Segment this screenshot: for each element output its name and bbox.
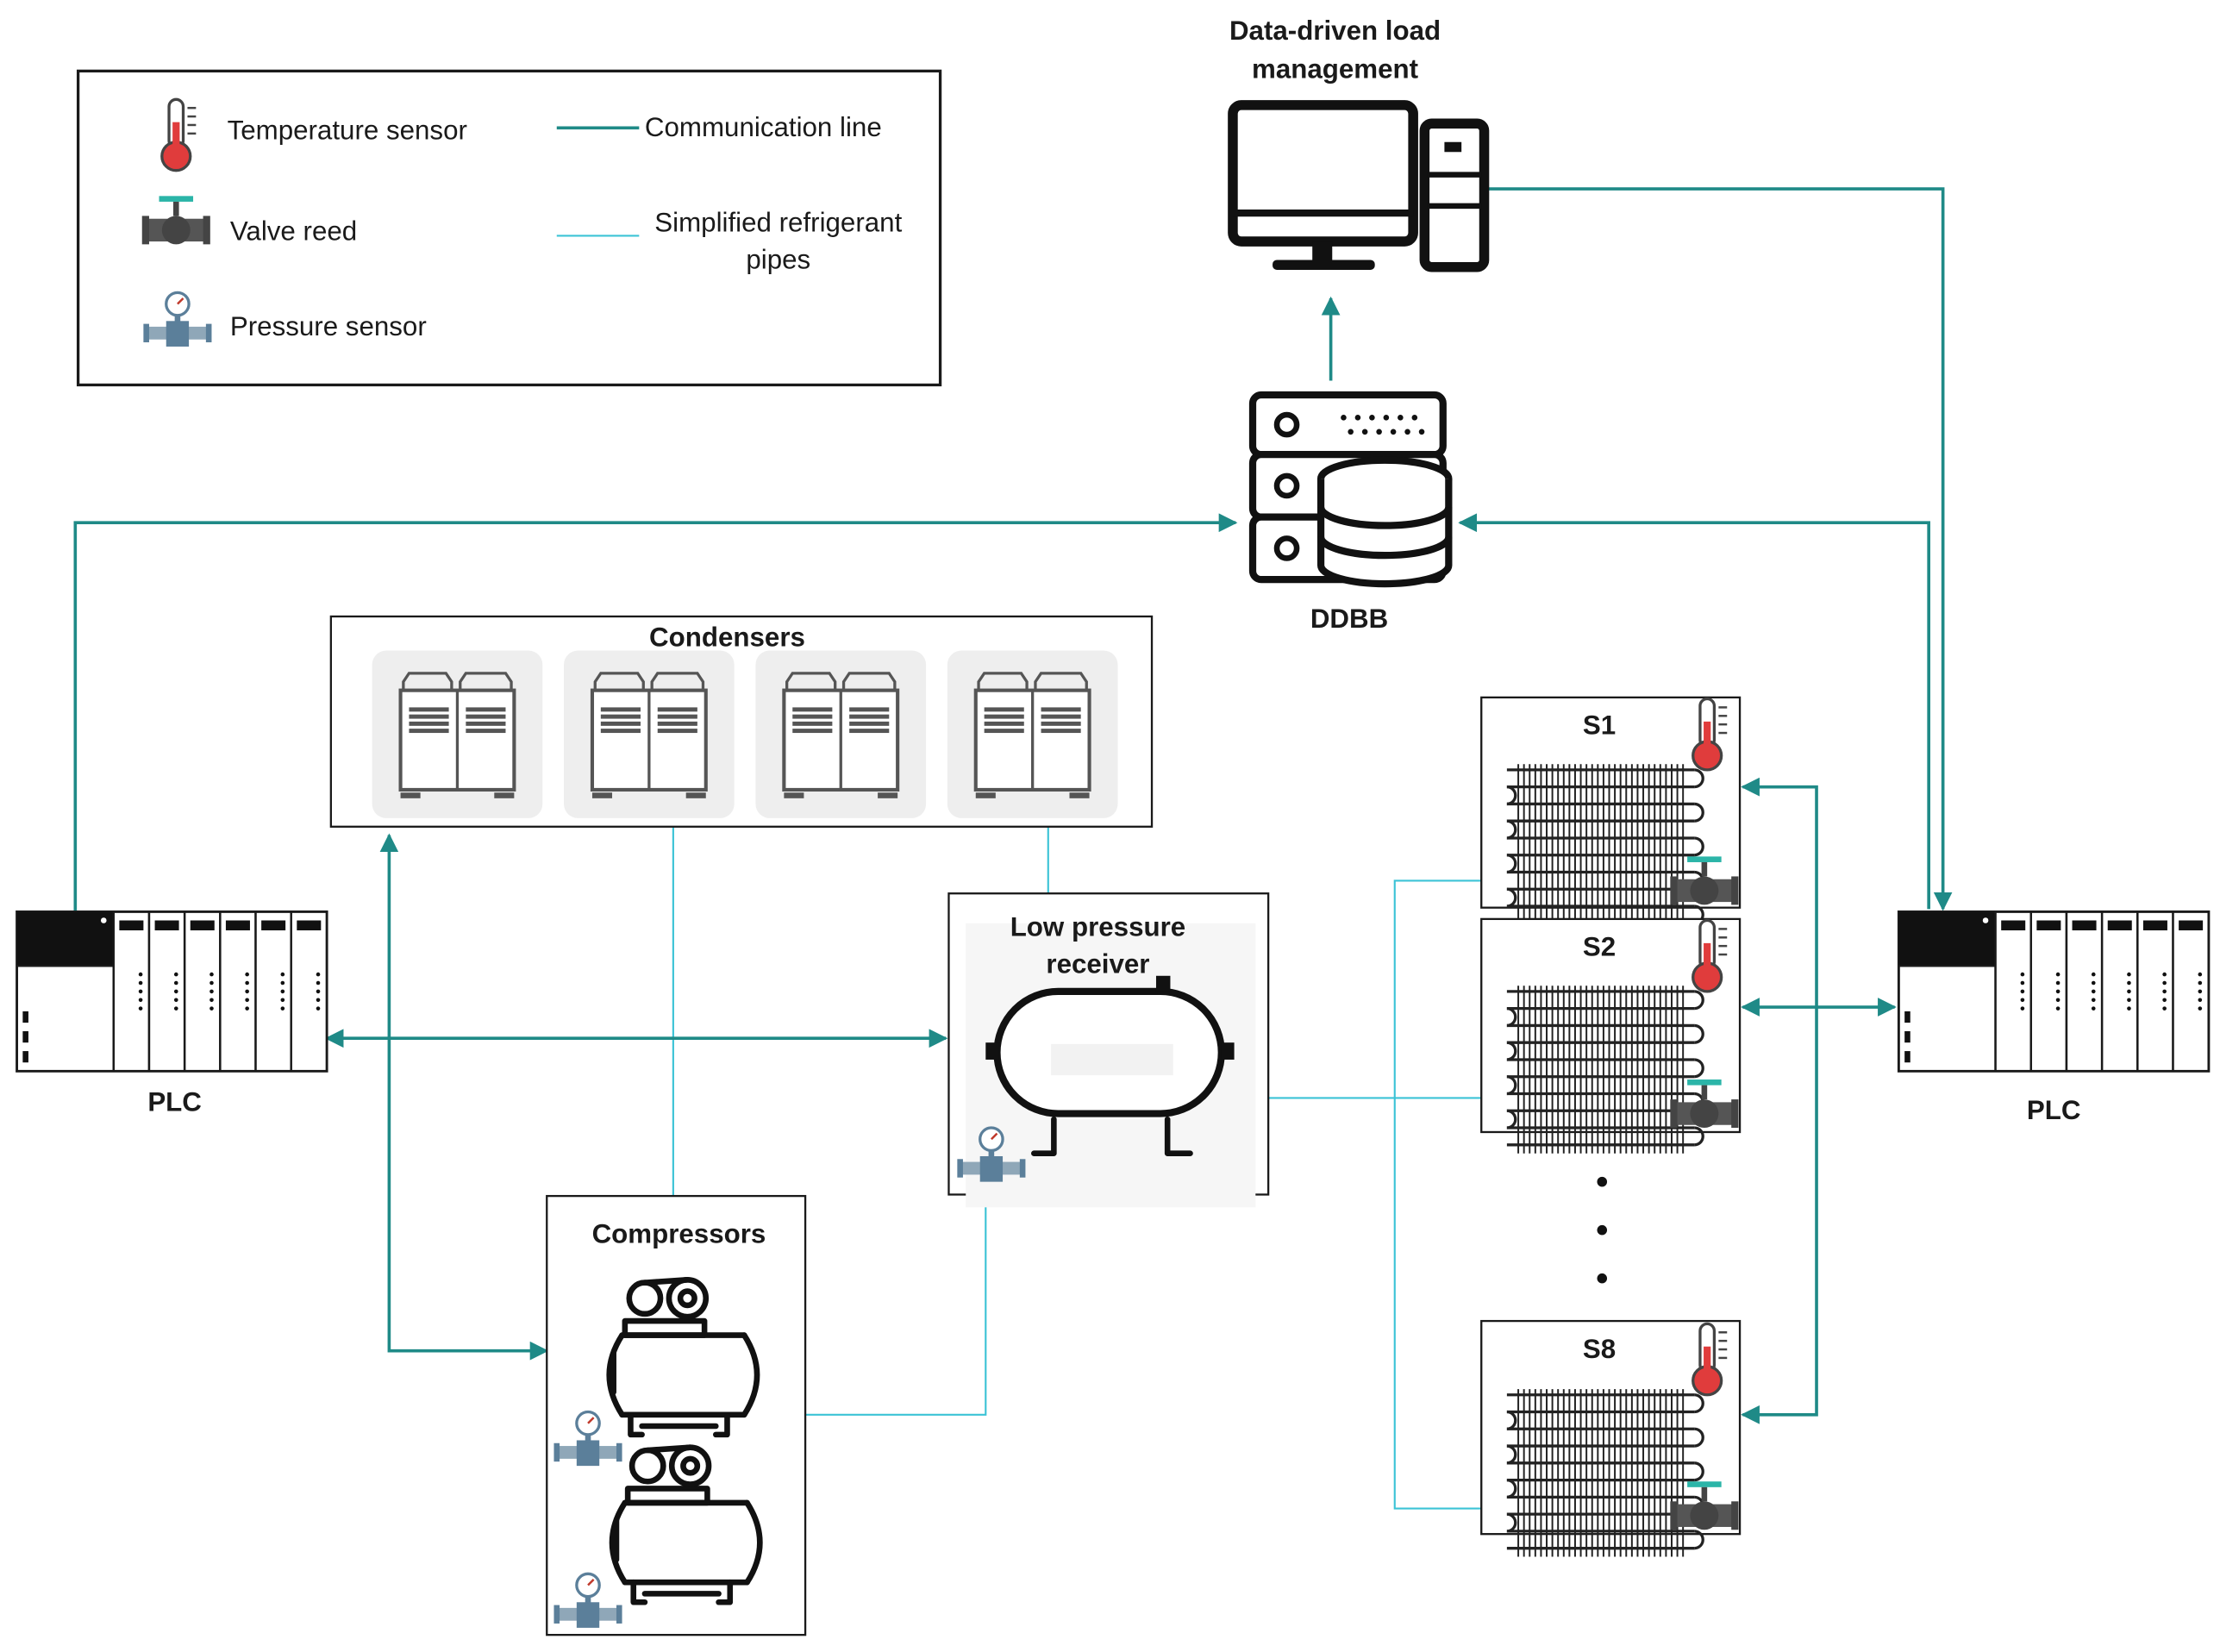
legend-valve-label: Valve reed	[230, 216, 357, 246]
condenser-icon	[372, 651, 543, 818]
communication-lines	[73, 187, 1953, 1424]
condensers-title: Condensers	[649, 623, 805, 653]
database-label: DDBB	[1310, 604, 1388, 634]
database: DDBB	[1248, 391, 1453, 634]
receiver-title-2: receiver	[1046, 948, 1149, 979]
plc-left-label: PLC	[147, 1086, 202, 1117]
condenser-icon	[755, 651, 926, 818]
plc-right: PLC	[1897, 910, 2211, 1125]
legend-communication-label: Communication line	[645, 112, 882, 142]
management-computer: Data-driven load management	[1228, 16, 1490, 272]
legend-temperature-label: Temperature sensor	[228, 115, 467, 145]
compressors-group: Compressors	[546, 1194, 807, 1636]
receiver-title-1: Low pressure	[1010, 912, 1185, 942]
evaporator-s2: S2	[1480, 917, 1742, 1155]
evaporator-label: S1	[1583, 710, 1616, 741]
tank-icon	[985, 975, 1235, 1156]
plc-icon	[16, 910, 328, 1073]
evaporator-ellipsis	[1597, 1176, 1608, 1284]
computer-icon	[1228, 100, 1490, 272]
management-title-2: management	[1252, 54, 1419, 84]
evaporator-label: S2	[1583, 932, 1616, 962]
server-database-icon	[1248, 391, 1453, 588]
evaporator-s1: S1	[1480, 696, 1742, 934]
condensers-group: Condensers	[329, 615, 1154, 828]
management-title-1: Data-driven load	[1229, 16, 1441, 46]
condenser-icon	[947, 651, 1118, 818]
receiver-group: Low pressure receiver	[947, 892, 1270, 1208]
legend: Temperature sensor Valve reed Pressure s…	[76, 69, 942, 387]
compressors-title: Compressors	[592, 1218, 766, 1248]
evaporator-s8: S8	[1480, 1319, 1742, 1559]
condenser-icon	[564, 651, 735, 818]
legend-pressure-label: Pressure sensor	[230, 311, 427, 341]
plc-left: PLC	[16, 910, 328, 1117]
refrigerant-pipes	[672, 823, 1483, 1510]
plc-right-label: PLC	[2027, 1095, 2081, 1125]
evaporator-label: S8	[1583, 1334, 1616, 1364]
plc-icon	[1897, 910, 2211, 1073]
legend-pipe-label-2: pipes	[746, 244, 810, 274]
legend-pipe-label-1: Simplified refrigerant	[654, 208, 902, 238]
